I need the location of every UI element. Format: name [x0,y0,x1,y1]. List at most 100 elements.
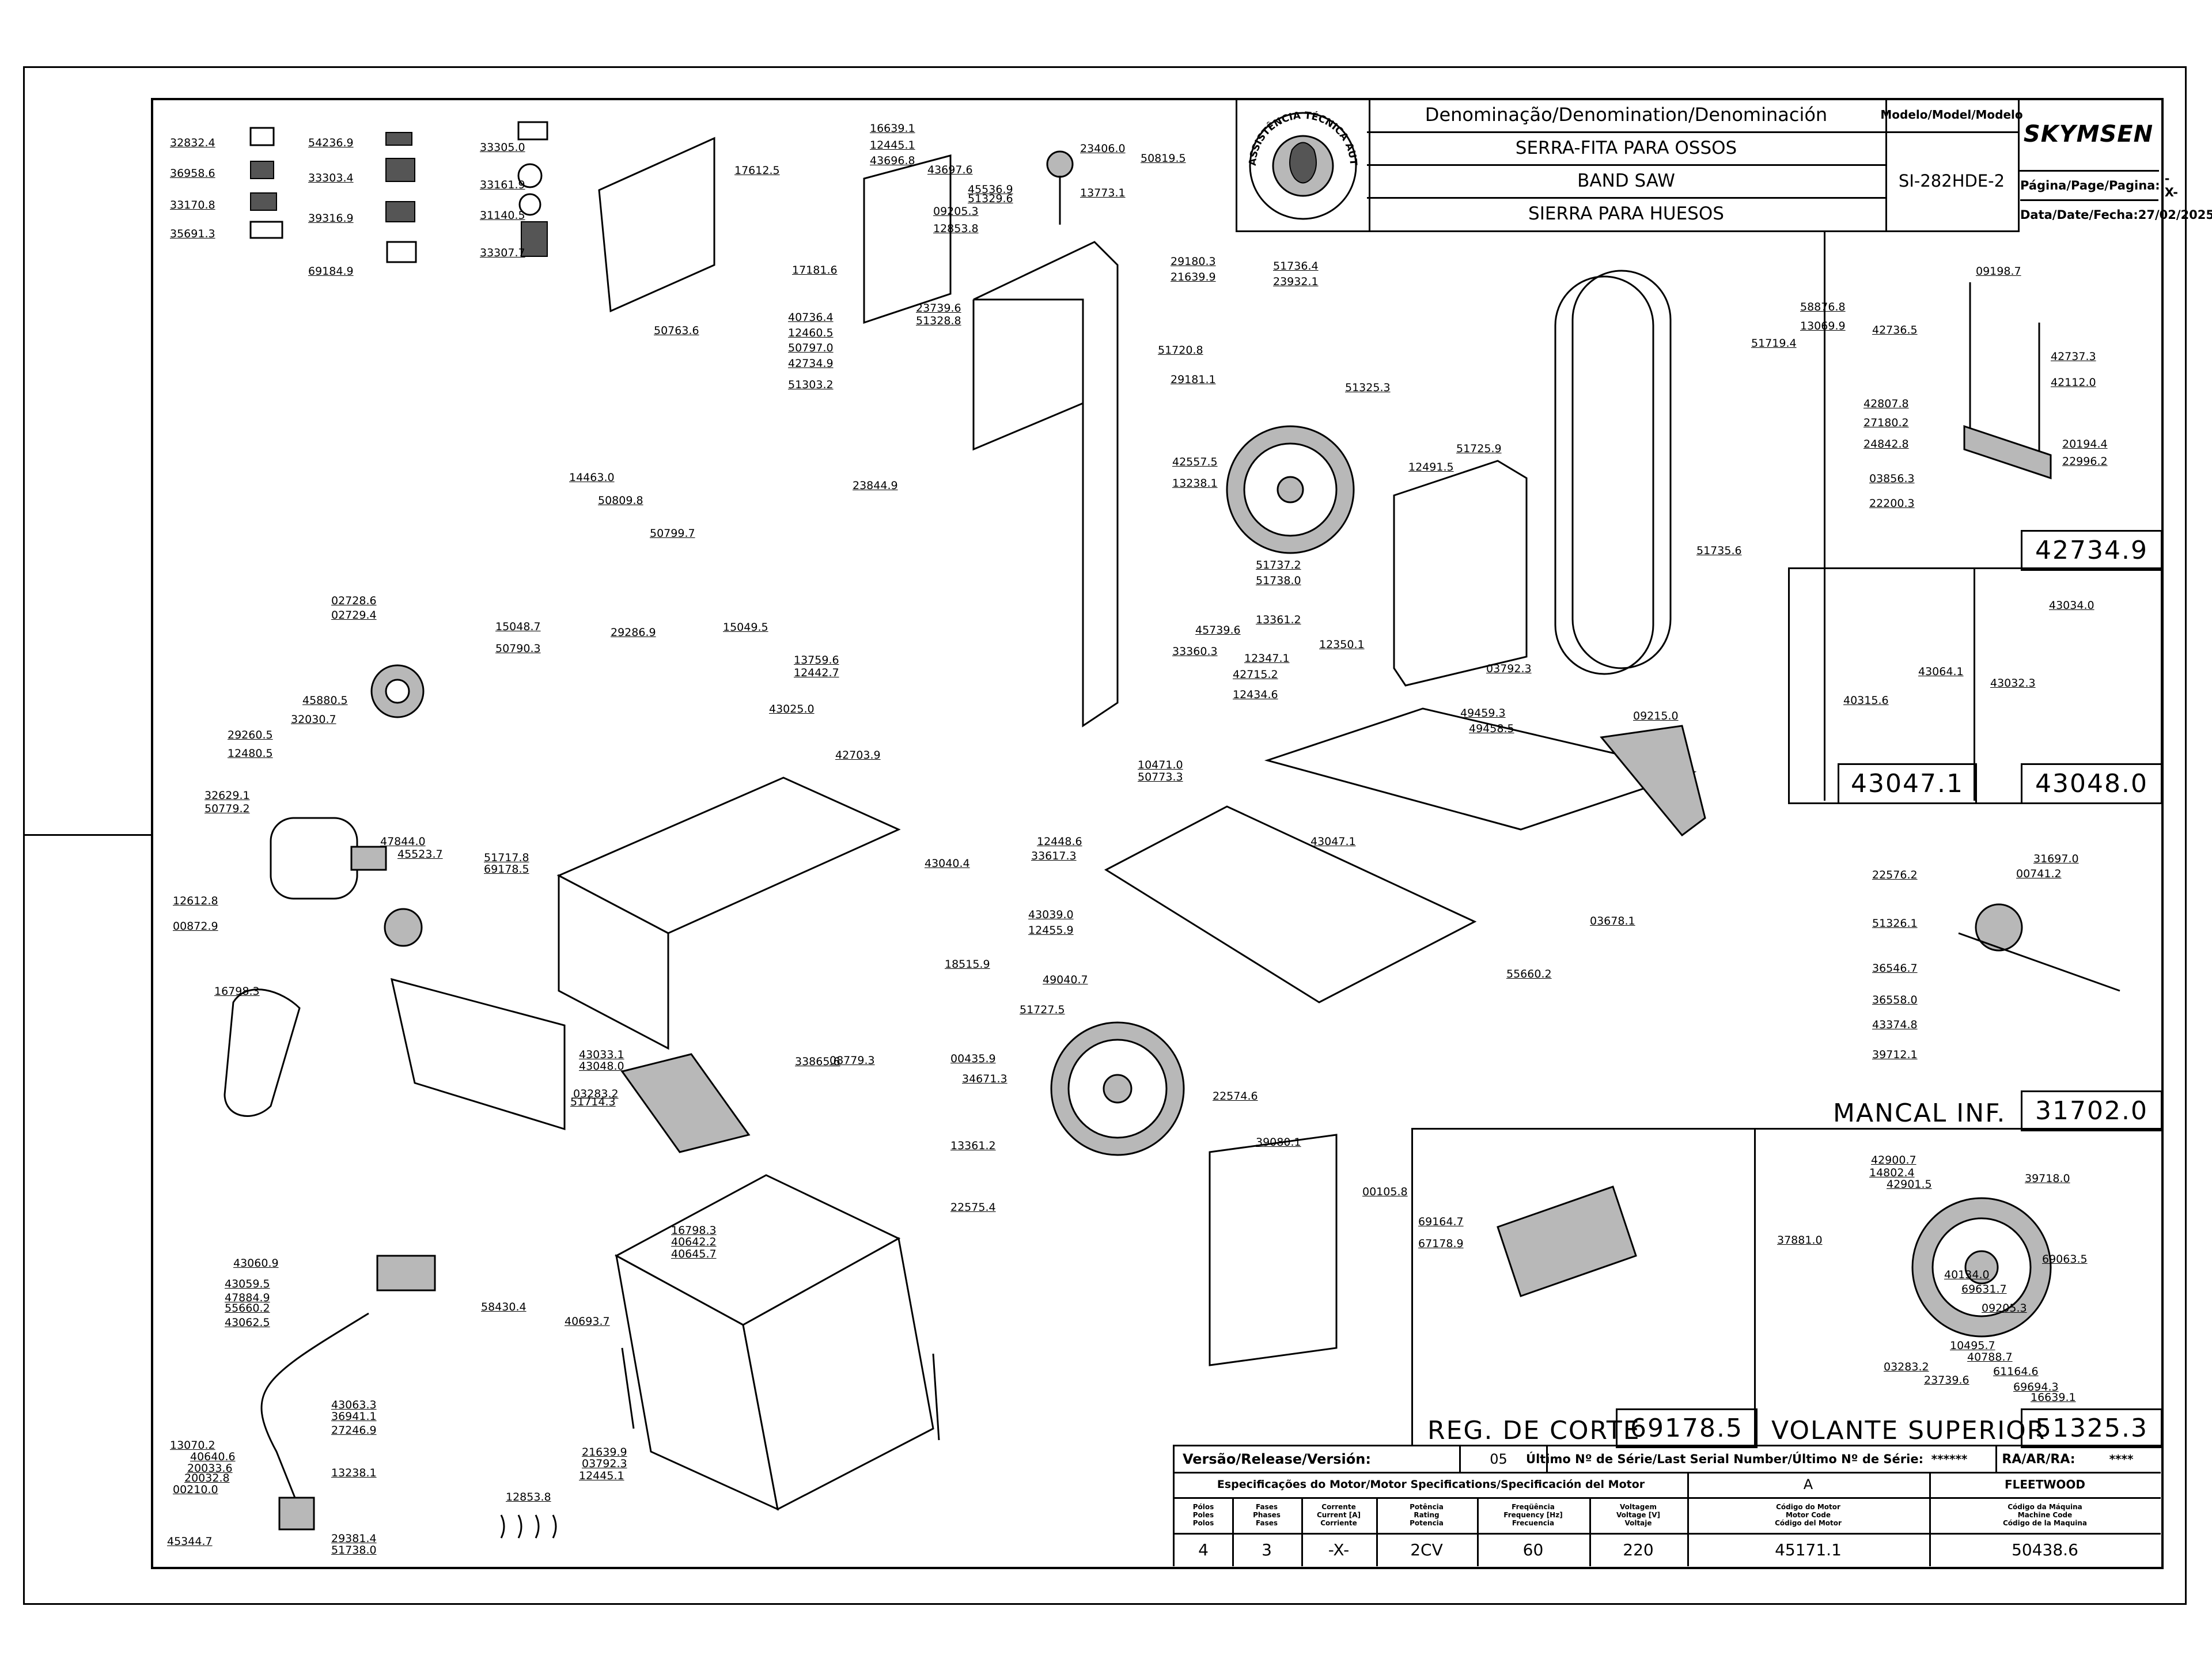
value-phases: 3 [1232,1533,1303,1566]
part-number-label: 23406.0 [1080,142,1126,155]
part-number-label: 33161.9 [480,179,525,191]
part-number-label: 13773.1 [1080,187,1126,199]
part-number-label: 16798.3 [214,985,260,998]
panel-42734-number: 42734.9 [2021,530,2162,571]
part-number-label: 51720.8 [1158,344,1203,357]
part-number-label: 17181.6 [792,264,838,276]
part-number-label: 12853.8 [506,1491,551,1503]
part-number-label: 20032.8 [184,1472,230,1484]
part-number-label: 43064.1 [1918,665,1964,678]
part-number-label: 69184.9 [308,265,354,278]
part-number-label: 50797.0 [788,342,834,354]
fence-detail [1497,1185,1637,1297]
part-number-label: 42807.8 [1863,397,1909,410]
part-number-label: 49458.5 [1469,722,1514,735]
part-number-label: 45739.6 [1195,624,1241,637]
part-number-label: 42900.7 [1871,1154,1916,1166]
header-machine-code: Código da Máquina Machine Code Código de… [1929,1497,2161,1535]
part-number-label: 09215.0 [1633,710,1679,722]
name-pt: SERRA-FITA PARA OSSOS [1367,131,1887,166]
motor-code-letter: A [1687,1472,1931,1499]
part-number-label: 23739.6 [1924,1374,1969,1387]
part-number-label: 47844.0 [380,835,426,848]
reg-corte-label: REG. DE CORTE [1427,1416,1641,1445]
detail-split [1974,567,1975,801]
value-motor-code: 45171.1 [1687,1533,1931,1566]
part-number-label: 32030.7 [291,713,336,726]
junction-box [278,1497,315,1531]
upper-wheel-detail [1911,1197,2052,1338]
part-number-label: 12350.1 [1319,638,1365,651]
band-blade-2 [1571,270,1672,669]
part-number-label: 40788.7 [1967,1351,2013,1363]
part-number-label: 33305.0 [480,141,525,154]
part-number-label: 12434.6 [1233,688,1278,701]
part-number-label: 40693.7 [565,1315,610,1328]
part-number-label: 03792.3 [582,1457,627,1470]
value-current: -X- [1301,1533,1378,1566]
model-header: Modelo/Model/Modelo [1880,98,2023,133]
part-number-label: 12445.1 [870,139,915,151]
wiring-cable [260,1312,369,1510]
part-number-label: 22576.2 [1872,869,1918,881]
part-number-label: 24842.8 [1863,438,1909,450]
part-number-label: 49459.3 [1460,707,1506,719]
part-number-label: 43696.8 [870,154,915,167]
part-number-label: 23932.1 [1273,275,1319,288]
part-number-label: 03283.2 [573,1088,619,1100]
part-number-label: 12347.1 [1244,652,1290,665]
part-number-label: 39712.1 [1872,1048,1918,1061]
part-number-label: 13238.1 [331,1467,377,1479]
lower-bearing-detail [1958,903,2120,992]
part-number-label: 51738.0 [331,1544,377,1556]
part-number-label: 15048.7 [495,620,541,633]
part-number-label: 45880.5 [302,694,348,707]
value-poles: 4 [1175,1533,1234,1566]
value-power: 2CV [1376,1533,1479,1566]
part-number-label: 51738.0 [1256,574,1301,587]
part-number-label: 51735.6 [1696,544,1742,557]
part-number-label: 21639.9 [582,1446,627,1459]
date-value: 27/02/2025 [2138,208,2212,222]
part-number-label: 54236.9 [308,137,354,149]
part-number-label: 51717.8 [484,851,529,864]
switch-box [376,1255,436,1291]
model-value: SI-282HDE-2 [1885,131,2020,232]
part-number-label: 43048.0 [579,1060,624,1073]
part-number-label: 50779.2 [204,802,250,815]
brand-logo: SKYMSEN [2018,98,2159,172]
part-number-label: 10471.0 [1138,759,1183,771]
part-number-label: 43063.3 [331,1399,377,1411]
part-number-label: 12853.8 [933,222,979,235]
ra-label: RA/AR/RA: [1995,1446,2082,1474]
part-number-label: 00105.8 [1362,1185,1408,1198]
part-number-label: 33865.6 [795,1055,840,1068]
part-number-label: 50790.3 [495,642,541,655]
panel-43048-number: 43048.0 [2021,763,2162,804]
part-number-label: 03792.3 [1486,662,1532,675]
header-current: Corrente Current [A] Corriente [1301,1497,1378,1535]
part-number-label: 29286.9 [611,626,656,639]
part-number-label: 23739.6 [916,302,961,315]
lower-right-panels [1411,1128,2161,1446]
serial-value: ****** [1903,1446,1997,1474]
date-row: Data/Date/Fecha: 27/02/2025 [2020,201,2212,229]
part-number-label: 13070.2 [170,1439,215,1452]
part-number-label: 42715.2 [1233,668,1278,681]
volante-label: VOLANTE SUPERIOR [1771,1416,2046,1445]
part-number-label: 40642.2 [671,1236,717,1248]
part-number-label: 42737.3 [2051,350,2096,363]
part-number-label: 13361.2 [1256,613,1301,626]
part-number-label: 43374.8 [1872,1018,1918,1031]
part-number-label: 42557.5 [1172,456,1218,468]
part-number-label: 27246.9 [331,1424,377,1437]
part-number-label: 36941.1 [331,1410,377,1423]
part-number-label: 39316.9 [308,212,354,225]
part-number-label: 00210.0 [173,1483,218,1496]
part-number-label: 27180.2 [1863,416,1909,429]
part-number-label: 51326.1 [1872,917,1918,930]
part-number-label: 45536.9 [968,183,1013,196]
machine-stand [614,1174,940,1511]
part-number-label: 69631.7 [1961,1283,2007,1296]
